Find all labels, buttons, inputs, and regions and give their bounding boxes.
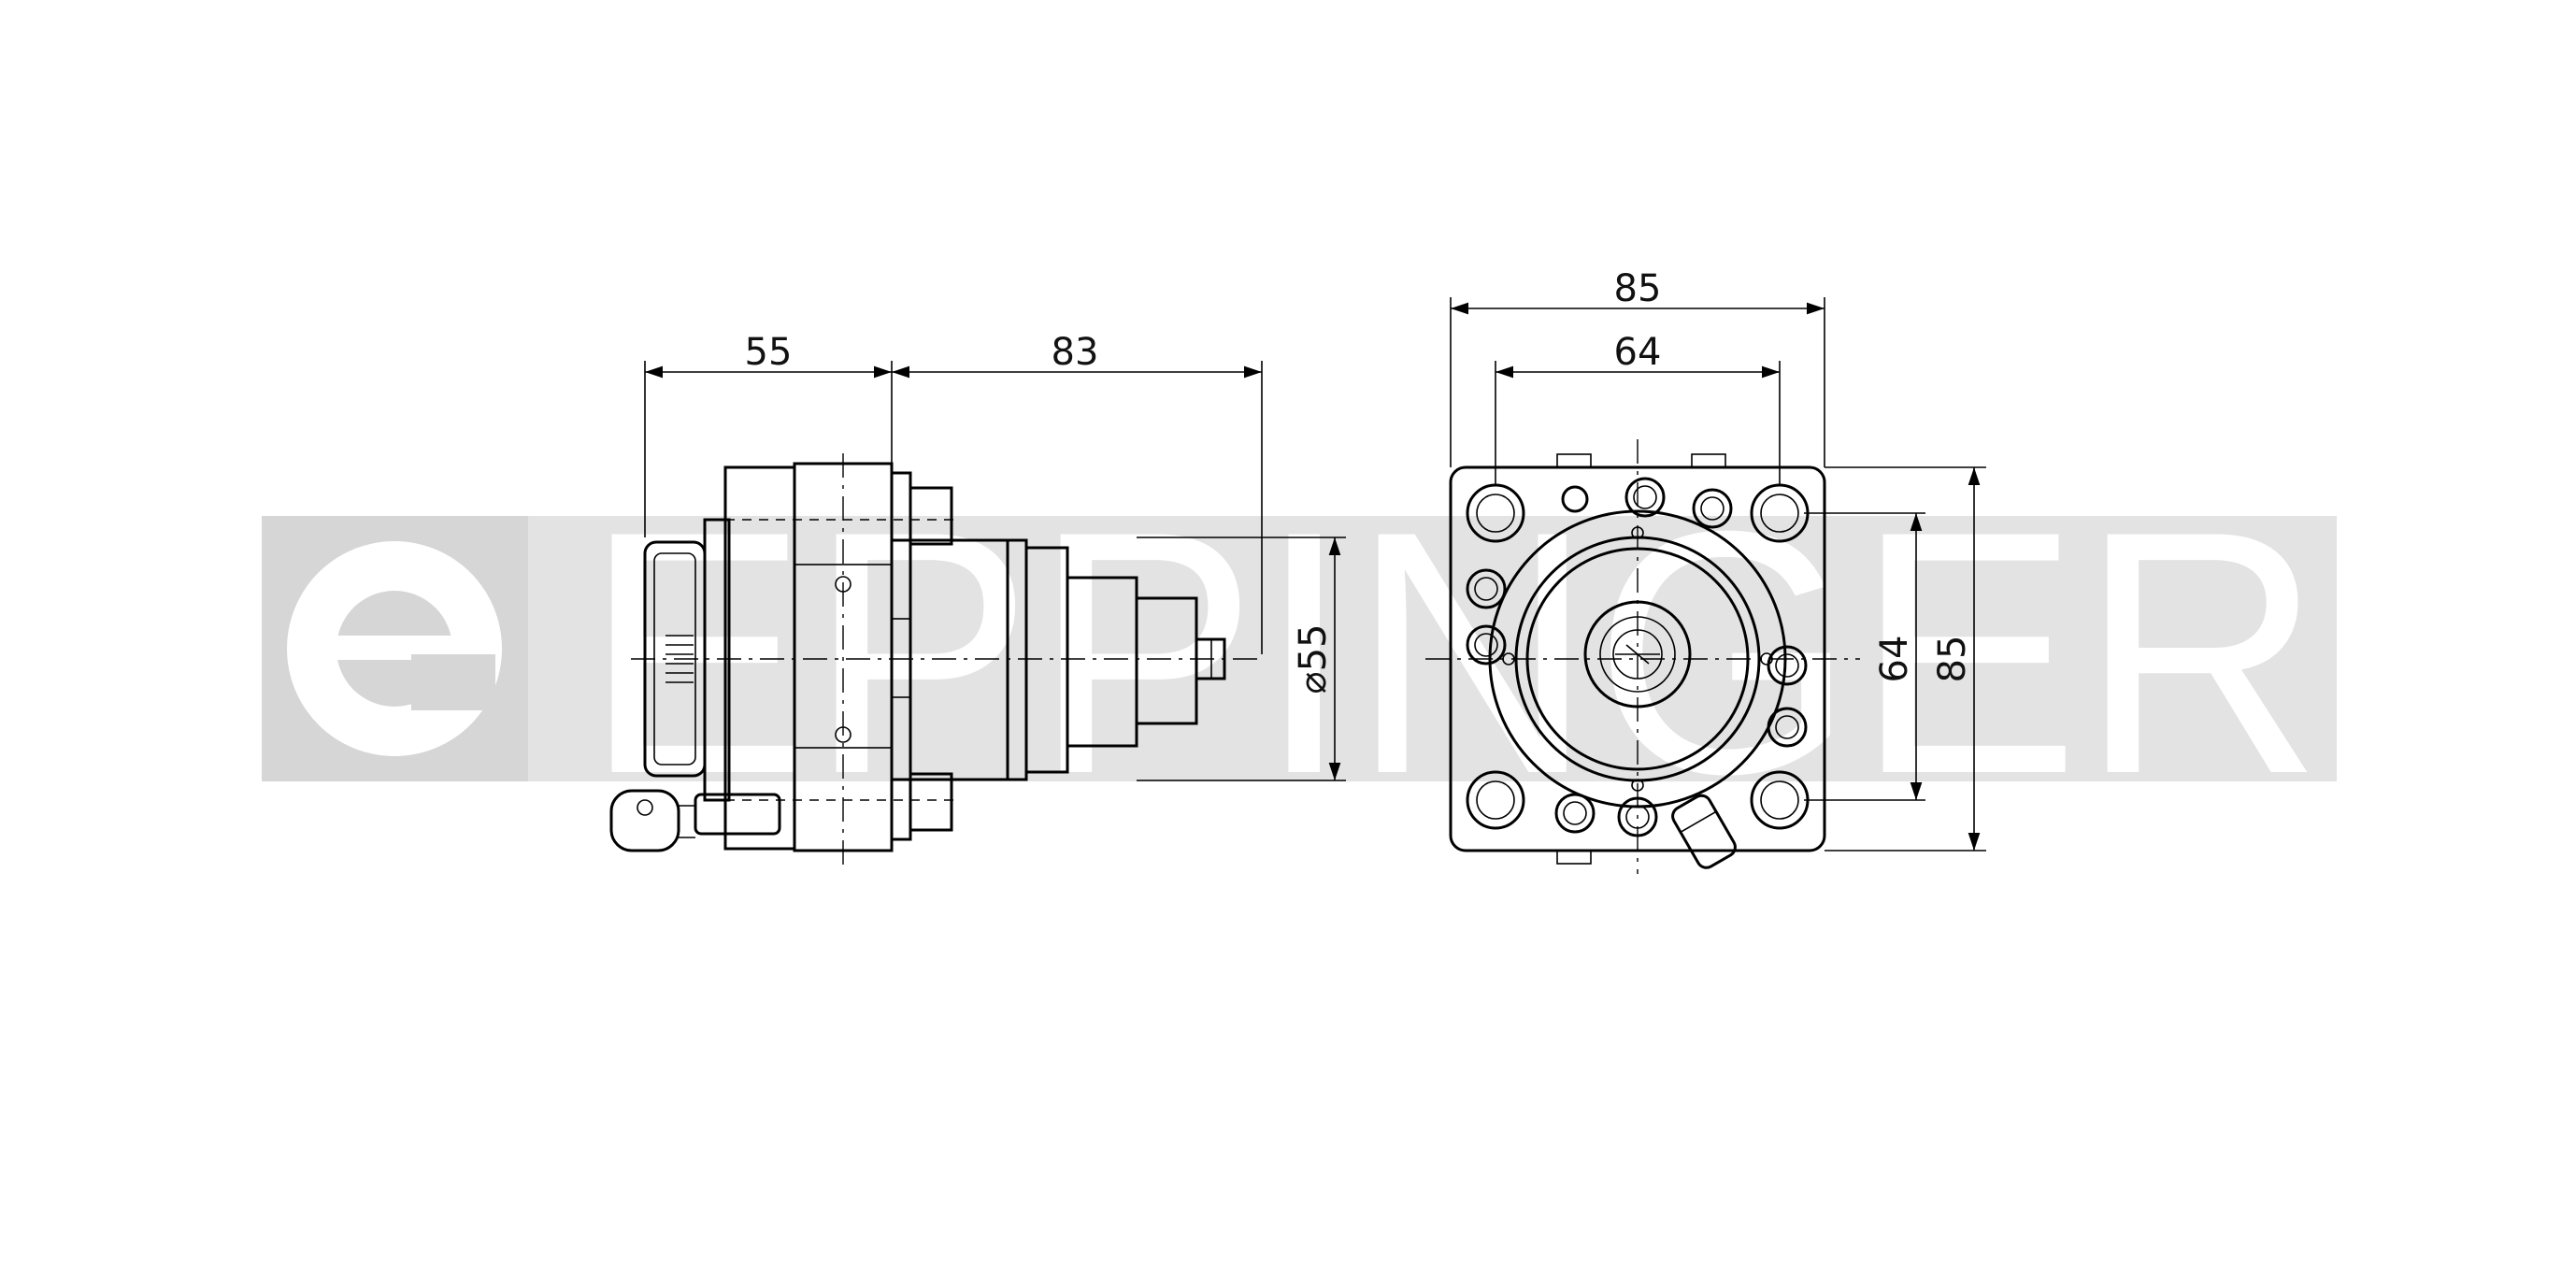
dim-height-85: 85 bbox=[1931, 636, 1974, 683]
coolant-fitting bbox=[609, 789, 781, 852]
dim-width-85: 85 bbox=[1614, 267, 1662, 310]
coolant-fitting-front bbox=[1671, 794, 1737, 869]
collet-nut bbox=[1583, 600, 1692, 708]
dim-height-64: 64 bbox=[1873, 636, 1916, 683]
side-view: 55 83 ⌀55 bbox=[609, 331, 1346, 865]
dim-length-55: 55 bbox=[745, 331, 793, 374]
watermark-band bbox=[262, 516, 2337, 781]
nut-knurl bbox=[665, 635, 694, 683]
watermark: EPPINGER bbox=[262, 460, 2337, 846]
spindle-tip bbox=[1195, 637, 1226, 680]
watermark-logo-icon bbox=[262, 516, 528, 781]
front-view: 85 64 64 85 bbox=[1425, 267, 1986, 874]
dim-diameter-55: ⌀55 bbox=[1292, 624, 1335, 694]
square-flange bbox=[1449, 465, 1826, 852]
dim-width-64: 64 bbox=[1614, 331, 1662, 374]
outer-ring bbox=[1488, 509, 1787, 809]
small-bolts bbox=[1466, 477, 1808, 837]
watermark-brand-text: EPPINGER bbox=[584, 460, 2323, 846]
dim-length-83: 83 bbox=[1052, 331, 1099, 374]
